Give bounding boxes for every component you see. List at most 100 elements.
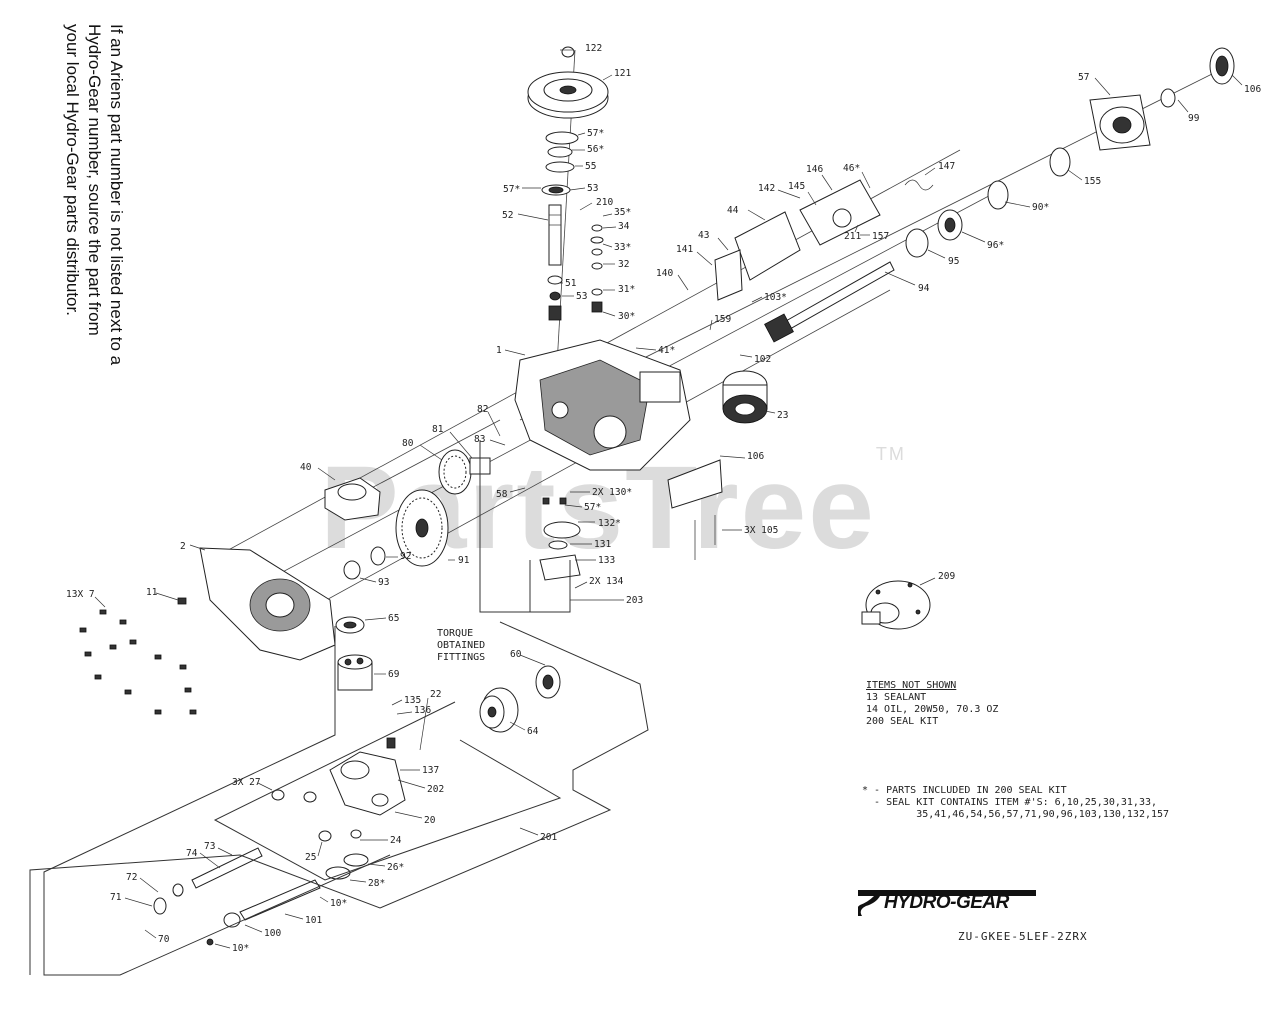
callout: 31* <box>603 284 635 295</box>
bracket-106 <box>667 459 723 560</box>
callout: 101 <box>284 913 322 926</box>
callout: 96* <box>961 231 1004 251</box>
cylinder-block-69 <box>337 654 373 691</box>
svg-text:57*: 57* <box>503 184 520 195</box>
hydro-gear-logo: HYDRO-GEAR <box>856 890 1038 920</box>
callout: 65 <box>364 613 399 624</box>
callout: 2X 134 <box>574 576 624 589</box>
check-valve-stack <box>590 224 604 313</box>
callout: 210 <box>579 197 613 211</box>
svg-text:145: 145 <box>788 181 805 192</box>
trunnion-shaft-52 <box>547 204 563 321</box>
svg-text:60: 60 <box>510 649 522 660</box>
svg-text:73: 73 <box>204 841 215 852</box>
svg-text:24: 24 <box>390 835 402 846</box>
callout: 64 <box>509 721 539 737</box>
plate-131-133 <box>539 497 581 581</box>
callout: 93 <box>359 577 389 588</box>
svg-text:52: 52 <box>502 210 513 221</box>
callout: 141 <box>676 244 713 266</box>
torque-line-1: TORQUE <box>437 628 474 639</box>
gear-81 <box>438 449 491 495</box>
svg-text:74: 74 <box>186 848 198 859</box>
svg-text:70: 70 <box>158 934 170 945</box>
svg-text:40: 40 <box>300 462 312 473</box>
svg-text:147: 147 <box>938 161 955 172</box>
svg-text:100: 100 <box>264 928 281 939</box>
svg-text:80: 80 <box>402 438 414 449</box>
callout: 43 <box>698 230 729 251</box>
svg-text:201: 201 <box>540 832 557 843</box>
callout: 92 <box>386 551 411 562</box>
svg-text:10*: 10* <box>232 943 249 954</box>
callout: 100 <box>244 924 281 939</box>
callout: 80 <box>402 438 443 461</box>
svg-text:159: 159 <box>714 314 731 325</box>
callout: 30* <box>602 311 635 322</box>
svg-text:136: 136 <box>414 705 431 716</box>
svg-text:57*: 57* <box>587 128 604 139</box>
seals <box>335 546 386 634</box>
logo-text: HYDRO-GEAR <box>884 892 1009 913</box>
svg-text:32: 32 <box>618 259 629 270</box>
motor-block-60-64 <box>479 665 561 733</box>
svg-text:69: 69 <box>388 669 400 680</box>
callout: 71 <box>110 892 153 907</box>
axle-hub-assembly <box>764 47 1235 343</box>
svg-text:140: 140 <box>656 268 673 279</box>
callout: 202 <box>397 779 444 795</box>
pulley-121 <box>527 46 609 119</box>
svg-text:44: 44 <box>727 205 739 216</box>
svg-text:46*: 46* <box>843 163 860 174</box>
callout: 2X 130* <box>570 487 632 498</box>
callout: 122 <box>560 43 602 54</box>
hydro-gear-logo-mark <box>856 890 1036 916</box>
svg-text:106: 106 <box>1244 84 1261 95</box>
callout: 135 <box>391 695 421 706</box>
svg-text:146: 146 <box>806 164 823 175</box>
svg-text:65: 65 <box>388 613 399 624</box>
charge-pump-housing-20 <box>329 751 406 816</box>
callout: 209 <box>919 571 955 586</box>
callout: 26* <box>367 862 404 873</box>
callout: 157 <box>854 224 889 242</box>
callout: 51 <box>560 278 577 289</box>
callout-labels: 122 121 57* 56* 55 57* 53 52 210 35* 34 … <box>66 43 1261 954</box>
svg-text:26*: 26* <box>387 862 404 873</box>
callout: 121 <box>602 68 631 81</box>
svg-text:34: 34 <box>618 221 630 232</box>
svg-text:30*: 30* <box>618 311 635 322</box>
callout: 95 <box>927 249 959 267</box>
svg-text:72: 72 <box>126 872 137 883</box>
callout: 24 <box>360 835 402 846</box>
callout: 57* <box>503 184 541 195</box>
svg-text:53: 53 <box>587 183 598 194</box>
svg-text:93: 93 <box>378 577 389 588</box>
callout: 53 <box>562 291 587 302</box>
torque-line-3: FITTINGS <box>437 652 486 663</box>
svg-text:53: 53 <box>576 291 587 302</box>
svg-text:95: 95 <box>948 256 959 267</box>
callout: 22 <box>419 689 441 751</box>
charge-pump-parts <box>271 737 396 880</box>
callout: 106 <box>719 451 764 462</box>
torque-line-2: OBTAINED <box>437 640 486 651</box>
svg-text:23: 23 <box>777 410 788 421</box>
svg-text:121: 121 <box>614 68 631 79</box>
svg-text:64: 64 <box>527 726 539 737</box>
svg-text:133: 133 <box>598 555 615 566</box>
svg-text:41*: 41* <box>658 345 675 356</box>
items-not-shown-title: ITEMS NOT SHOWN <box>866 680 957 691</box>
svg-text:103*: 103* <box>764 292 787 303</box>
callout: 57 <box>1078 72 1111 96</box>
svg-text:2X 130*: 2X 130* <box>592 487 632 498</box>
svg-text:141: 141 <box>676 244 693 255</box>
callout: 142 <box>758 183 801 199</box>
seal-kit-line-1: * - PARTS INCLUDED IN 200 SEAL KIT <box>862 785 1067 796</box>
callout: 94 <box>884 271 930 294</box>
callout: 70 <box>144 929 170 945</box>
callout: 91 <box>448 555 470 566</box>
bypass-bracket <box>714 179 934 301</box>
callout: 90* <box>1004 201 1049 213</box>
callout: 25 <box>305 841 323 863</box>
